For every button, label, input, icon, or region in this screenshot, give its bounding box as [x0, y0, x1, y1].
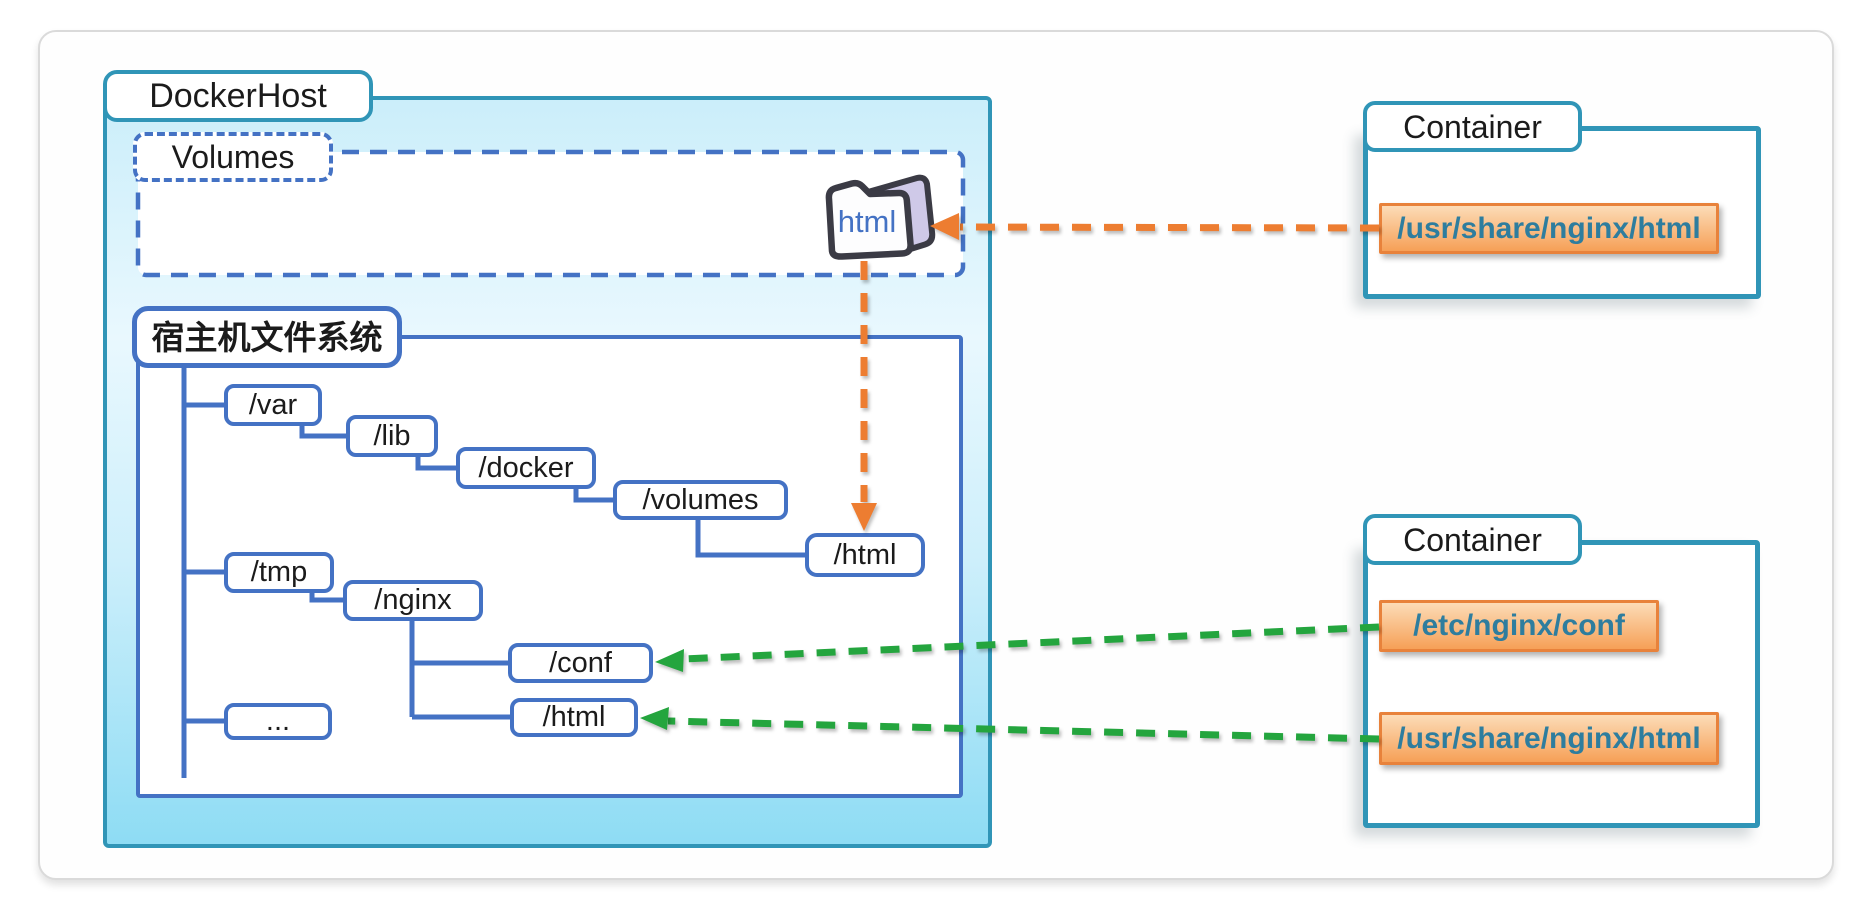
tree-node-volumes-html: /html	[805, 533, 925, 577]
tree-node-conf: /conf	[508, 643, 653, 683]
tree-node-volumes: /volumes	[613, 480, 788, 520]
container-2-mount-conf: /etc/nginx/conf	[1379, 600, 1659, 652]
container-2-label: Container	[1363, 514, 1582, 565]
container-1-label: Container	[1363, 101, 1582, 152]
tree-node-ellipsis: ...	[224, 703, 332, 740]
tree-node-lib: /lib	[346, 415, 438, 457]
docker-host-label: DockerHost	[103, 70, 373, 122]
container-2-mount-html: /usr/share/nginx/html	[1379, 712, 1719, 765]
tree-node-docker: /docker	[456, 447, 596, 489]
tree-node-tmp: /tmp	[224, 552, 334, 593]
volume-folder-name: html	[837, 204, 897, 239]
container-2-box	[1363, 540, 1760, 828]
container-1-mount-html: /usr/share/nginx/html	[1379, 203, 1719, 254]
tree-node-nginx-html: /html	[510, 698, 638, 737]
tree-node-var: /var	[224, 384, 322, 426]
volumes-label: Volumes	[133, 132, 333, 182]
volume-folder: html	[818, 166, 944, 260]
tree-node-nginx: /nginx	[343, 580, 483, 621]
filesystem-label: 宿主机文件系统	[132, 306, 402, 368]
